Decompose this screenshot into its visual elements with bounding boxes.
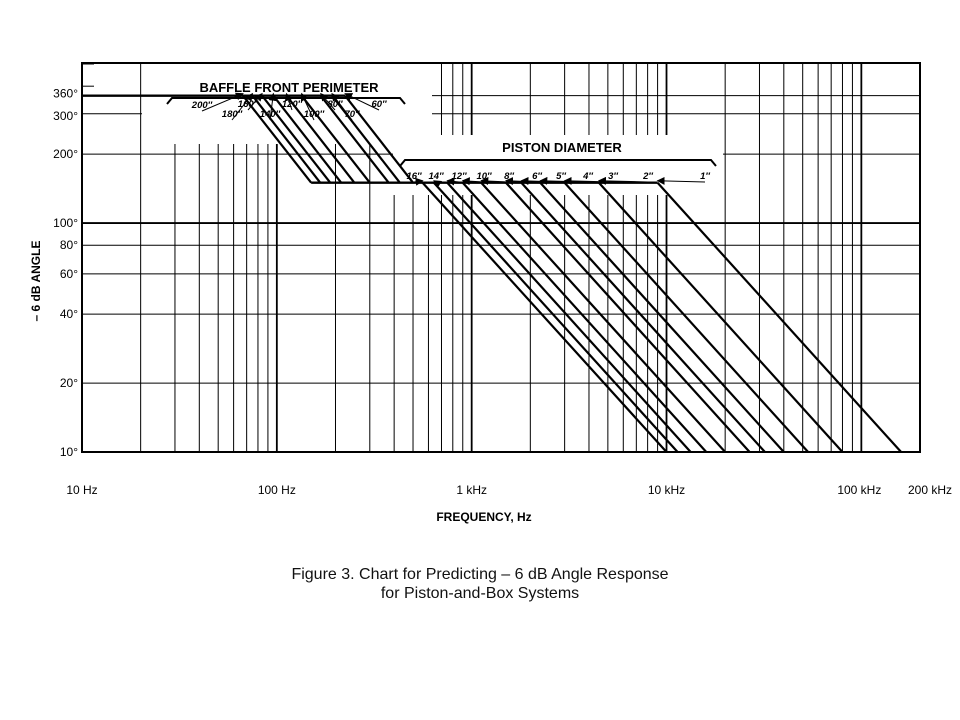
y-axis-label: – 6 dB ANGLE	[29, 241, 43, 322]
piston-series-line	[433, 181, 679, 453]
piston-series-line	[539, 181, 785, 453]
baffle-series-label: 80″	[327, 99, 343, 110]
piston-series-line	[446, 181, 692, 453]
baffle-title: BAFFLE FRONT PERIMETER	[199, 80, 379, 95]
piston-series-label: 14″	[428, 171, 444, 182]
baffle-series-line	[285, 94, 356, 184]
x-tick-label: 100 Hz	[258, 483, 296, 497]
baffle-series-label: 100″	[304, 109, 325, 120]
piston-series-line	[520, 181, 766, 453]
y-tick-label: 10°	[60, 445, 78, 459]
baffle-series-label: 160″	[238, 99, 259, 110]
piston-series-label: 1″	[700, 171, 710, 182]
piston-series-label: 3″	[608, 171, 618, 182]
piston-series-line	[563, 181, 809, 453]
y-tick-label: 40°	[60, 307, 78, 321]
piston-series-label: 10″	[476, 171, 492, 182]
y-tick-label: 60°	[60, 267, 78, 281]
piston-title: PISTON DIAMETER	[502, 140, 622, 155]
piston-series-label: 4″	[582, 171, 593, 182]
y-tick-label: 360°	[53, 87, 78, 101]
x-axis-label: FREQUENCY, Hz	[436, 510, 531, 524]
baffle-series-label: 60″	[371, 99, 387, 110]
baffle-series-line	[344, 94, 414, 184]
baffle-series-line	[242, 94, 313, 184]
piston-series-label: 16″	[406, 171, 422, 182]
plot-frame	[81, 62, 921, 453]
piston-series-line	[461, 181, 708, 453]
piston-series-line	[656, 181, 902, 453]
baffle-series-line	[272, 94, 343, 184]
baffle-series-line	[319, 94, 390, 184]
x-tick-label: 10 kHz	[648, 483, 685, 497]
baffle-series-label: 200″	[191, 100, 213, 111]
baffle-series-label: 180″	[222, 109, 243, 120]
figure-caption-line-1: Figure 3. Chart for Predicting – 6 dB An…	[291, 566, 669, 583]
y-tick-label: 20°	[60, 376, 78, 390]
chart-series	[82, 94, 902, 453]
chart-tick-labels: 10 Hz 100 Hz 1 kHz 10 kHz 100 kHz 200 kHz 10° 2…	[53, 87, 952, 497]
baffle-series-line	[300, 94, 371, 184]
y-tick-label: 80°	[60, 238, 78, 252]
baffle-series-label: 70″	[344, 109, 360, 120]
x-tick-label: 200 kHz	[908, 483, 952, 497]
piston-series-label: 5″	[556, 171, 566, 182]
y-tick-label: 300°	[53, 109, 78, 123]
piston-series-label: 6″	[532, 171, 542, 182]
piston-series-line	[421, 181, 668, 453]
baffle-label-arrow	[231, 92, 254, 121]
y-tick-label: 200°	[53, 147, 78, 161]
piston-bracket	[399, 159, 717, 167]
x-tick-label: 100 kHz	[837, 483, 881, 497]
baffle-label-arrow	[344, 93, 380, 111]
piston-series-label: 2″	[642, 171, 653, 182]
x-tick-label: 10 Hz	[66, 483, 97, 497]
piston-series-label: 12″	[451, 171, 467, 182]
baffle-header-box	[142, 64, 432, 144]
piston-series-line	[480, 181, 726, 453]
baffle-series-line	[261, 94, 332, 184]
piston-series-line	[505, 181, 751, 453]
piston-series-line	[598, 181, 844, 453]
figure-caption-line-2: for Piston-and-Box Systems	[380, 585, 580, 602]
chart-annotation-headers: BAFFLE FRONT PERIMETER PISTON DIAMETER 200…	[142, 64, 723, 195]
y-tick-label: 100°	[53, 216, 78, 230]
baffle-series-line	[331, 94, 401, 184]
piston-series-label: 8″	[504, 171, 514, 182]
piston-label-arrow	[656, 176, 706, 185]
baffle-series-line	[251, 94, 322, 184]
x-tick-label: 1 kHz	[456, 483, 487, 497]
